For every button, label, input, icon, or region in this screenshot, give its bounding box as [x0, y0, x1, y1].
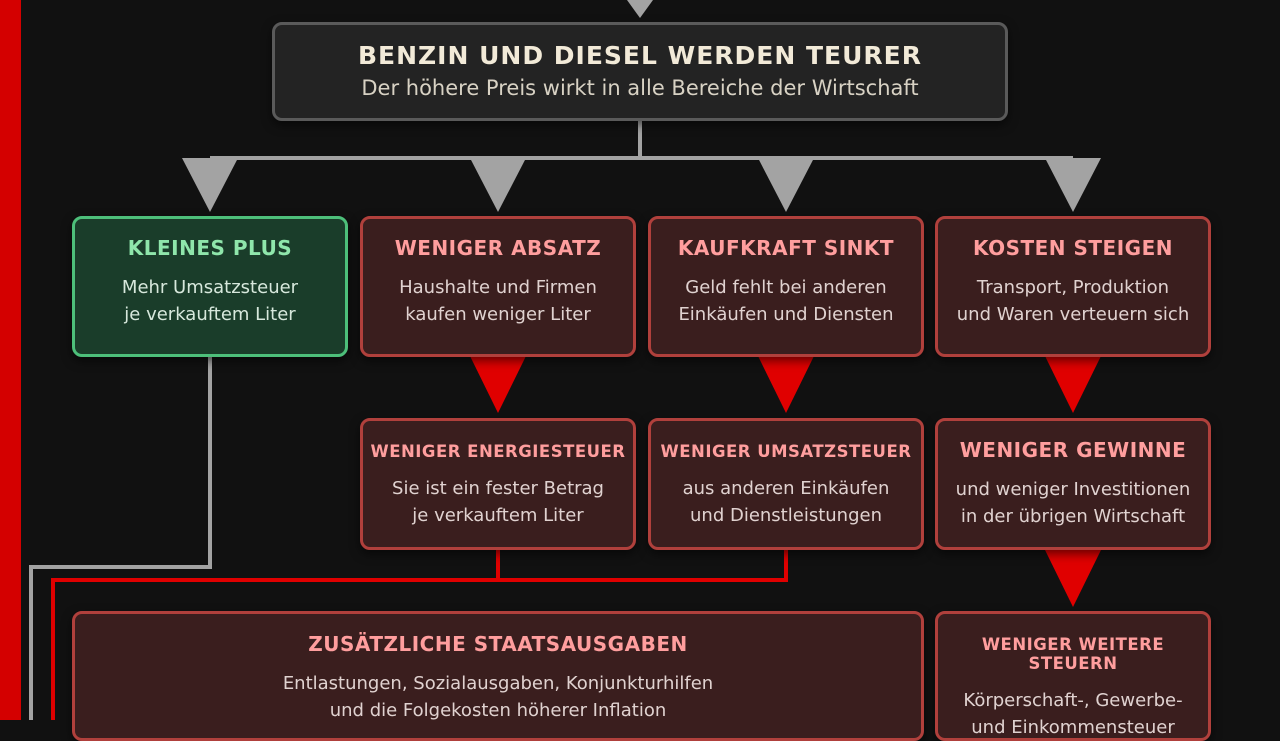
card-title: WENIGER GEWINNE — [959, 438, 1187, 462]
card-kaufkraft-sinkt: KAUFKRAFT SINKT Geld fehlt bei anderen E… — [648, 216, 924, 357]
card-weniger-energiesteuer: WENIGER ENERGIESTEUER Sie ist ein fester… — [360, 418, 636, 550]
card-weniger-absatz: WENIGER ABSATZ Haushalte und Firmen kauf… — [360, 216, 636, 357]
card-weniger-gewinne: WENIGER GEWINNE und weniger Investitione… — [935, 418, 1211, 550]
card-title: ZUSÄTZLICHE STAATSAUSGABEN — [308, 632, 688, 656]
card-weitere-steuern: WENIGER WEITERE STEUERN Körperschaft-, G… — [935, 611, 1211, 741]
arrow-absatz-to-energiesteuer — [470, 356, 526, 413]
tax-loss-line — [51, 549, 500, 720]
card-kosten-steigen: KOSTEN STEIGEN Transport, Produktion und… — [935, 216, 1211, 357]
card-weniger-umsatzsteuer: WENIGER UMSATZSTEUER aus anderen Einkäuf… — [648, 418, 924, 550]
kleines-plus-line — [29, 356, 212, 720]
card-title: WENIGER ABSATZ — [394, 236, 602, 260]
arrow-to-kaufkraft — [758, 158, 814, 212]
card-title: WENIGER ENERGIESTEUER — [370, 442, 626, 461]
main-event-subtitle: Der höhere Preis wirkt in alle Bereiche … — [361, 76, 919, 100]
card-text: Körperschaft-, Gewerbe- und Einkommenste… — [963, 690, 1183, 738]
arrow-gewinne-to-steuern — [1045, 550, 1101, 607]
arrow-to-weniger-absatz — [470, 158, 526, 212]
card-title: KOSTEN STEIGEN — [973, 236, 1173, 260]
incoming-arrow — [627, 0, 653, 18]
connector-layer — [0, 0, 1101, 720]
card-staatsausgaben: ZUSÄTZLICHE STAATSAUSGABEN Entlastungen,… — [72, 611, 924, 741]
card-title: WENIGER WEITERE STEUERN — [981, 635, 1165, 673]
card-text: Geld fehlt bei anderen Einkäufen und Die… — [678, 277, 894, 325]
arrow-to-kleines-plus — [182, 158, 238, 212]
main-event-title: BENZIN UND DIESEL WERDEN TEURER — [357, 41, 922, 70]
card-kleines-plus: KLEINES PLUS Mehr Umsatzsteuer je verkau… — [72, 216, 348, 357]
card-text: Entlastungen, Sozialausgaben, Konjunktur… — [282, 673, 714, 721]
arrow-kaufkraft-to-umsatzsteuer — [758, 356, 814, 413]
card-text: aus anderen Einkäufen und Dienstleistung… — [682, 478, 890, 526]
arrow-to-kosten — [1045, 158, 1101, 212]
arrow-kosten-to-gewinne — [1045, 356, 1101, 413]
card-text: Mehr Umsatzsteuer je verkauftem Liter — [121, 277, 299, 325]
card-text: Haushalte und Firmen kaufen weniger Lite… — [399, 277, 597, 325]
side-bar — [0, 0, 21, 720]
card-title: WENIGER UMSATZSTEUER — [660, 442, 912, 461]
card-text: und weniger Investitionen in der übrigen… — [955, 479, 1191, 527]
main-event-box: BENZIN UND DIESEL WERDEN TEURER Der höhe… — [272, 22, 1008, 121]
card-title: KAUFKRAFT SINKT — [677, 236, 895, 260]
card-text: Transport, Produktion und Waren verteuer… — [956, 277, 1190, 325]
card-title: KLEINES PLUS — [127, 236, 293, 260]
card-text: Sie ist ein fester Betrag je verkauftem … — [392, 478, 604, 526]
